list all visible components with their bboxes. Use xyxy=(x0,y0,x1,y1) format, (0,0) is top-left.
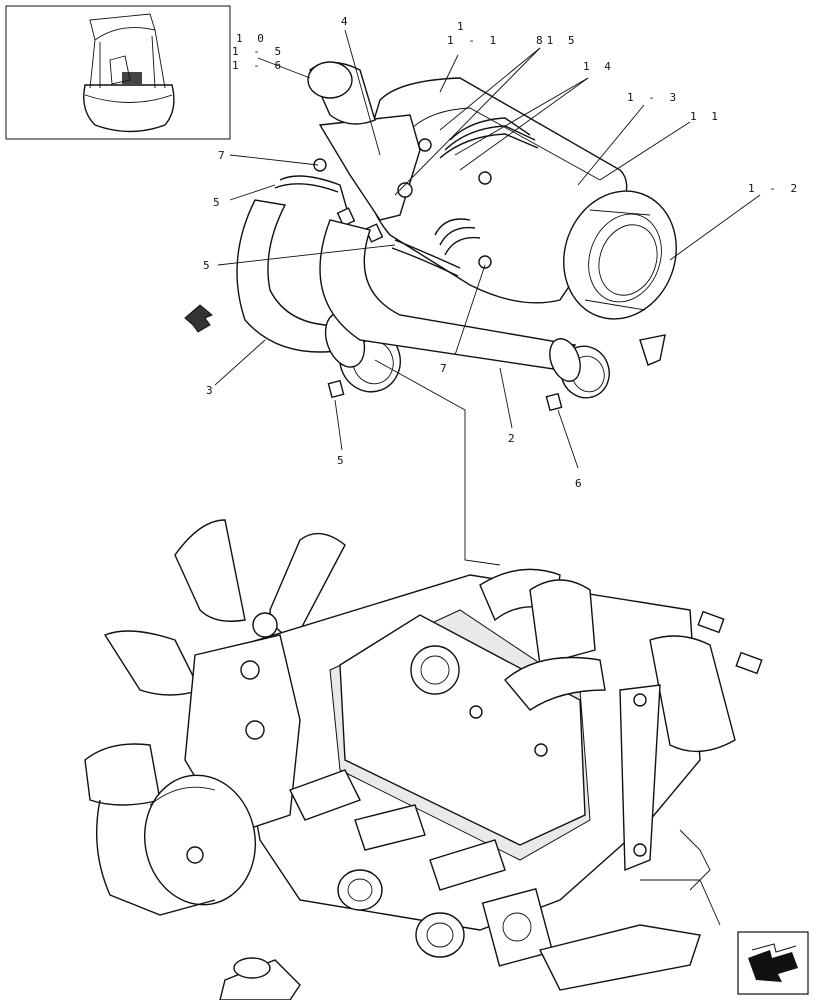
label-1-1: 1 - 1 xyxy=(447,34,500,47)
label-1-3: 1 - 3 xyxy=(627,91,680,104)
air-cleaner xyxy=(236,61,677,412)
connection-leader-line xyxy=(374,359,501,566)
label-1-2: 1 - 2 xyxy=(748,182,801,195)
label-5-lower: 5 xyxy=(337,454,348,467)
label-7-upper: 7 xyxy=(218,149,229,162)
engine-assembly xyxy=(84,519,763,1000)
part-labels: 1 1 - 1 81 5 4 1 0 1 - 5 1 - 6 1 4 1 - 3… xyxy=(203,15,801,490)
label-6: 6 xyxy=(575,477,586,490)
label-1-5: 1 - 5 xyxy=(232,45,285,58)
machine-overview-thumbnail xyxy=(5,5,231,140)
label-8-15: 81 5 xyxy=(536,34,579,47)
label-11: 1 1 xyxy=(690,110,722,123)
next-page-arrow-icon[interactable] xyxy=(737,931,809,995)
label-1-6: 1 - 6 xyxy=(232,59,285,72)
label-4: 4 xyxy=(341,15,352,28)
label-5-middle: 5 xyxy=(203,259,214,272)
label-2: 2 xyxy=(508,432,519,445)
label-1: 1 xyxy=(457,20,468,33)
label-14: 1 4 xyxy=(583,60,615,73)
leader-lines xyxy=(214,29,761,469)
label-10: 1 0 xyxy=(236,32,268,45)
label-7-lower: 7 xyxy=(440,362,451,375)
direction-arrow-icon xyxy=(184,304,213,333)
label-3: 3 xyxy=(206,384,217,397)
label-5-upper: 5 xyxy=(213,196,224,209)
